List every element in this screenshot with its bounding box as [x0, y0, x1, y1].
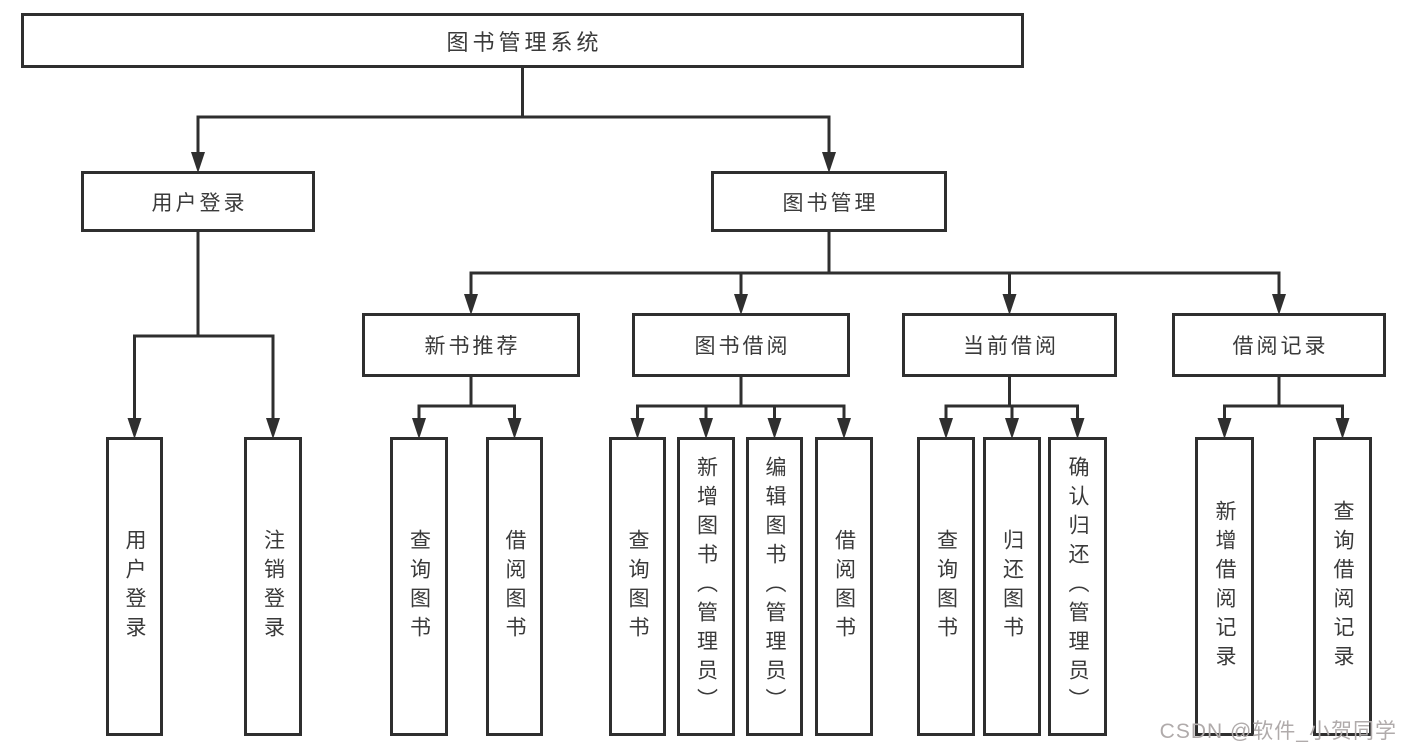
arrowhead-leaf-br-add [1217, 418, 1232, 439]
node-leaf-bb-borrow: 借阅图书 [815, 437, 873, 736]
node-label-leaf-bb-add: 新增图书（管理员） [694, 456, 718, 717]
node-leaf-br-query: 查询借阅记录 [1313, 437, 1372, 736]
node-leaf-nb-query: 查询图书 [390, 437, 448, 736]
node-label-leaf-nb-borrow: 借阅图书 [503, 528, 526, 645]
node-label-leaf-logout: 注销登录 [261, 528, 285, 645]
node-leaf-cb-query: 查询图书 [917, 437, 975, 736]
node-label-user-login: 用户登录 [151, 191, 248, 215]
node-user-login: 用户登录 [81, 171, 315, 232]
arrowhead-leaf-bb-query [630, 418, 645, 439]
arrowhead-leaf-br-query [1335, 418, 1350, 439]
arrowhead-user-login [191, 152, 205, 173]
node-label-leaf-cb-query: 查询图书 [934, 528, 958, 645]
node-label-current-borrow: 当前借阅 [963, 335, 1059, 358]
node-label-leaf-cb-confirm: 确认归还（管理员） [1066, 456, 1089, 717]
arrowhead-leaf-cb-confirm [1070, 418, 1085, 439]
node-label-leaf-bb-edit: 编辑图书（管理员） [763, 456, 786, 717]
node-leaf-cb-return: 归还图书 [983, 437, 1041, 736]
node-leaf-br-add: 新增借阅记录 [1195, 437, 1254, 736]
node-leaf-bb-add: 新增图书（管理员） [677, 437, 735, 736]
arrowhead-new-book-rec [464, 294, 478, 315]
node-root: 图书管理系统 [21, 13, 1024, 68]
node-leaf-bb-query: 查询图书 [609, 437, 666, 736]
arrowhead-book-borrow [734, 294, 748, 315]
node-label-new-book-rec: 新书推荐 [424, 335, 521, 358]
arrowhead-leaf-user-login [127, 418, 142, 439]
node-label-root: 图书管理系统 [446, 29, 603, 55]
arrowhead-book-mgmt [822, 152, 836, 173]
node-label-borrow-record: 借阅记录 [1232, 335, 1329, 358]
arrowhead-leaf-logout [266, 418, 280, 439]
node-book-mgmt: 图书管理 [711, 171, 947, 232]
arrowhead-borrow-record [1272, 294, 1286, 315]
arrowhead-leaf-bb-add [699, 418, 713, 439]
node-label-leaf-nb-query: 查询图书 [407, 528, 431, 645]
node-label-leaf-br-add: 新增借阅记录 [1213, 499, 1236, 674]
node-label-leaf-br-query: 查询借阅记录 [1331, 499, 1354, 674]
arrowhead-leaf-bb-edit [767, 418, 782, 439]
node-leaf-logout: 注销登录 [244, 437, 302, 736]
node-leaf-nb-borrow: 借阅图书 [486, 437, 543, 736]
node-new-book-rec: 新书推荐 [362, 313, 580, 377]
node-label-leaf-bb-borrow: 借阅图书 [832, 528, 856, 645]
arrowhead-leaf-nb-borrow [507, 418, 522, 439]
node-label-book-borrow: 图书借阅 [694, 335, 791, 358]
arrowhead-current-borrow [1002, 294, 1017, 315]
node-label-leaf-user-login: 用户登录 [123, 528, 146, 645]
node-leaf-user-login: 用户登录 [106, 437, 163, 736]
node-current-borrow: 当前借阅 [902, 313, 1117, 377]
node-label-book-mgmt: 图书管理 [782, 191, 879, 215]
node-leaf-bb-edit: 编辑图书（管理员） [746, 437, 803, 736]
node-leaf-cb-confirm: 确认归还（管理员） [1048, 437, 1107, 736]
node-label-leaf-cb-return: 归还图书 [1000, 528, 1024, 645]
arrowhead-leaf-bb-borrow [837, 418, 851, 439]
node-book-borrow: 图书借阅 [632, 313, 850, 377]
arrowhead-leaf-cb-query [939, 418, 953, 439]
arrowhead-leaf-cb-return [1005, 418, 1019, 439]
node-borrow-record: 借阅记录 [1172, 313, 1386, 377]
node-label-leaf-bb-query: 查询图书 [626, 528, 649, 645]
arrowhead-leaf-nb-query [412, 418, 426, 439]
